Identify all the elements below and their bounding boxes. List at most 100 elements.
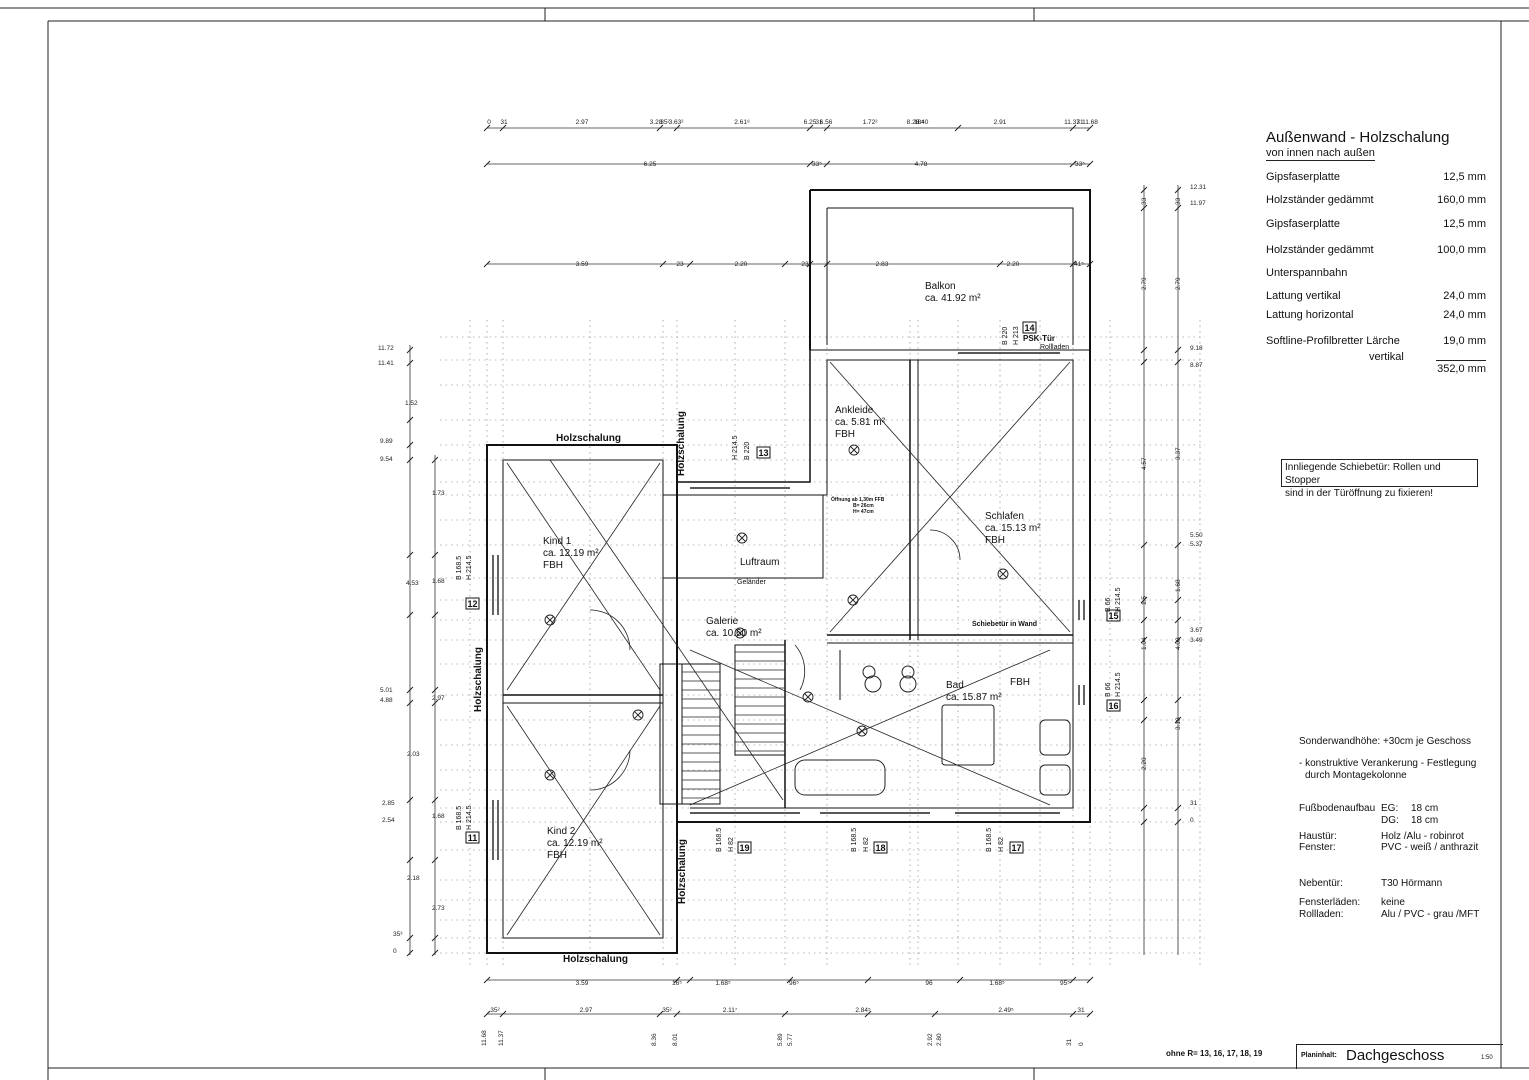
dimension-value: 2.79	[1175, 277, 1182, 290]
room-ankleide-floor: FBH	[835, 429, 855, 440]
dimension-tick	[1140, 804, 1148, 812]
legend-layer-value: 160,0 mm	[1437, 194, 1486, 206]
dimension-value: 11.68	[481, 1030, 488, 1046]
legend-layer-name: Unterspannbahn	[1266, 267, 1348, 279]
legend-layer-value: 24,0 mm	[1443, 290, 1486, 302]
ceiling-light-icon-stroke	[804, 693, 812, 701]
stairs	[682, 651, 785, 799]
window-tag-box	[737, 841, 752, 854]
window-tag-number: 19	[739, 843, 749, 853]
psk-door-label: PSK-Tür	[1023, 334, 1055, 343]
room-balkon-area: ca. 41.92 m²	[925, 293, 981, 304]
dimension-value: 1.68⁵	[715, 980, 731, 987]
opening-note-line1: Öffnung ab 1,30m FFB	[831, 497, 885, 503]
legend-layer-name: Softline-Profilbretter Lärche	[1266, 335, 1400, 347]
sheet-frame	[0, 7, 1529, 1080]
dimension-tick	[673, 124, 681, 132]
dimension-value: 3.67	[1190, 627, 1203, 634]
dimension-value: 96⁵	[789, 980, 799, 987]
railing-label: Geländer	[737, 579, 766, 586]
dimension-tick	[406, 416, 414, 424]
dimension-value: 8.28	[907, 119, 920, 126]
dimension-value: 6.56	[820, 119, 833, 126]
dimension-value: 8.01	[672, 1033, 679, 1046]
window-tag-number: 11	[468, 833, 478, 843]
window-14-width: B 220	[1002, 326, 1009, 345]
wall-label-bottom: Holzschalung	[563, 954, 629, 965]
dimension-value: 31	[1077, 1007, 1085, 1014]
dimension-value: 11.72	[378, 345, 394, 352]
ceiling-light-icon	[997, 568, 1009, 580]
ceiling-light-icon-stroke	[999, 570, 1007, 578]
legend-layer: vertikal	[1266, 351, 1486, 363]
ceiling-light-icon-stroke	[858, 727, 866, 735]
note-eg-label: EG:	[1381, 803, 1399, 814]
dimension-value: 3.59	[576, 261, 589, 268]
dimension-value: 5.77	[787, 1033, 794, 1046]
dimension-tick	[406, 441, 414, 449]
dimension-tick	[431, 611, 439, 619]
legend-layer-value: 12,5 mm	[1443, 171, 1486, 183]
dimension-tick	[686, 976, 694, 984]
room-galerie-area: ca. 10.60 m²	[706, 628, 762, 639]
window-13-width: B 220	[744, 441, 751, 460]
dimension-value: 31	[1190, 800, 1198, 807]
note-sonderwand: Sonderwandhöhe: +30cm je Geschoss	[1299, 736, 1472, 747]
room-bad-area: ca. 15.87 m²	[946, 692, 1002, 703]
dimension-tick	[406, 359, 414, 367]
window-tag-box	[465, 597, 480, 610]
dimension-value: 16⁵	[672, 980, 682, 987]
dimension-tick	[406, 456, 414, 464]
room-bad: Bad ca. 15.87 m²	[946, 680, 1002, 704]
dimension-tick	[483, 160, 491, 168]
plan-label: Planinhalt:	[1301, 1052, 1337, 1059]
wall-label-left: Holzschalung	[473, 646, 484, 712]
dimension-value: 2.91	[994, 119, 1007, 126]
ceiling-light-icon-stroke	[546, 771, 554, 779]
title-block: Planinhalt: Dachgeschoss 1:50	[1296, 1044, 1503, 1069]
dimension-tick	[1140, 358, 1148, 366]
dimension-value: 11.97	[1190, 200, 1206, 207]
dimension-tick	[996, 260, 1004, 268]
dimension-value: 33⁵	[1075, 161, 1085, 168]
room-luftraum: Luftraum	[740, 557, 779, 569]
dimension-value: 2.84⁵	[855, 1007, 871, 1014]
dimension-tick	[1140, 186, 1148, 194]
dimension-value: 2.20	[735, 261, 748, 268]
room-kind2: Kind 2 ca. 12.19 m² FBH	[547, 826, 603, 862]
dimension-value: 23	[801, 261, 809, 268]
dimension-tick	[823, 160, 831, 168]
dimension-tick	[864, 976, 872, 984]
legend-layer-name: vertikal	[1369, 351, 1404, 363]
dimension-tick	[1174, 716, 1182, 724]
window-18-height: H 82	[863, 837, 870, 852]
dimension-value: 1.68	[1175, 579, 1182, 592]
note-nebentuer-value: T30 Hörmann	[1381, 878, 1443, 889]
ceiling-light-icon	[544, 769, 556, 781]
sliding-door-label: Schiebetür in Wand	[972, 621, 1038, 628]
note-fussboden-label: Fußbodenaufbau	[1299, 803, 1376, 814]
dimension-value: 96	[925, 980, 933, 987]
room-schlafen-area: ca. 15.13 m²	[985, 523, 1041, 534]
room-balkon-name: Balkon	[925, 281, 956, 292]
dimension-tick	[954, 124, 962, 132]
window-tag-box	[1106, 609, 1121, 622]
room-kind2-floor: FBH	[547, 850, 567, 861]
dimension-value: 1.68	[432, 578, 445, 585]
dimension-value: 2.20	[1141, 757, 1148, 770]
dimension-value: 33⁵	[812, 161, 822, 168]
window-tag-box	[756, 446, 771, 459]
window-tag-number: 13	[758, 448, 768, 458]
legend-layer-name: Lattung horizontal	[1266, 309, 1354, 321]
dimension-tick	[431, 934, 439, 942]
dimension-value: 2.73	[432, 905, 445, 912]
dimension-value: 3.63²	[669, 119, 685, 126]
dimension-value: 1.73	[432, 490, 445, 497]
dimension-tick	[483, 260, 491, 268]
opening-note: Öffnung ab 1,30m FFB B= 26cm H= 47cm	[831, 497, 884, 515]
dimension-tick	[1069, 160, 1077, 168]
dimension-tick	[931, 1010, 939, 1018]
